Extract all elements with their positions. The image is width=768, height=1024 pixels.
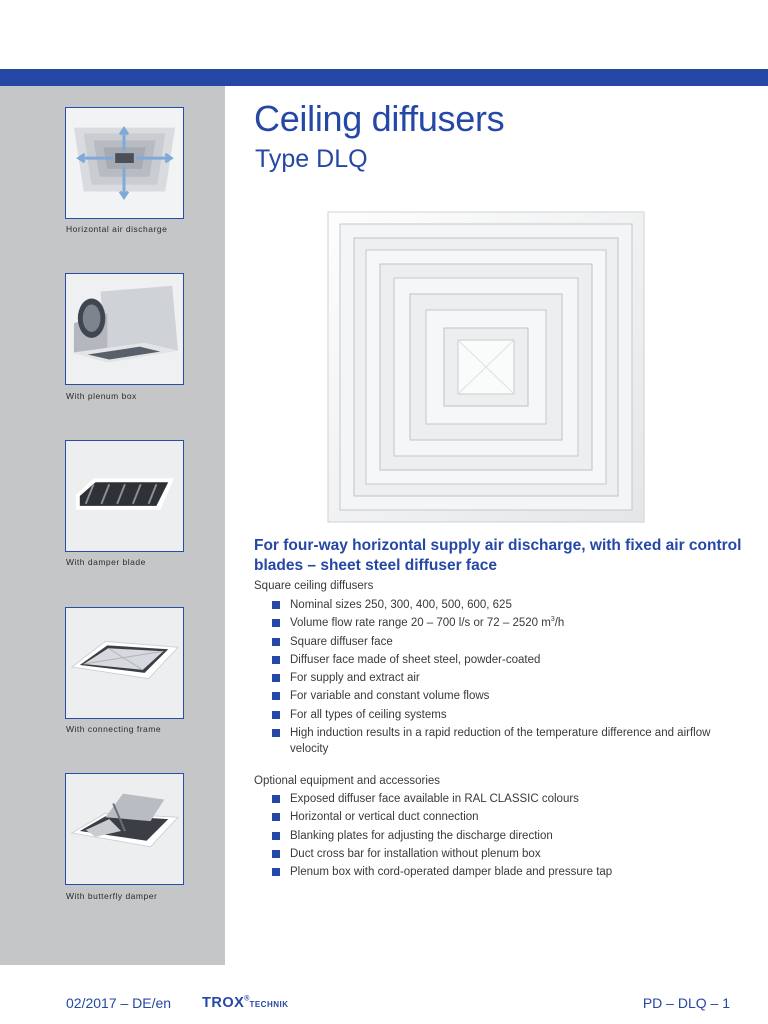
butterfly-damper-image: [65, 773, 184, 885]
page-title: Ceiling diffusers: [254, 98, 505, 139]
lead-heading: For four-way horizontal supply air disch…: [254, 537, 742, 574]
list-item: For supply and extract air: [272, 670, 732, 686]
header-accent-bar: [0, 69, 768, 86]
plenum-box-image: [65, 273, 184, 385]
trox-technik-logo: TROX®TECHNIK: [202, 995, 289, 1011]
list-item: For variable and constant volume flows: [272, 688, 732, 704]
list-item: Volume flow rate range 20 – 700 l/s or 7…: [272, 615, 732, 631]
sidebar-caption: With butterfly damper: [66, 891, 158, 901]
bullet-square-icon: [272, 692, 280, 701]
connecting-frame-image: [65, 607, 184, 719]
list-item: Blanking plates for adjusting the discha…: [272, 828, 732, 844]
bullet-square-icon: [272, 795, 280, 803]
list-item: Diffuser face made of sheet steel, powde…: [272, 652, 732, 668]
page-subtitle: Type DLQ: [255, 145, 368, 173]
damper-blade-image: [65, 440, 184, 552]
sidebar-caption: With damper blade: [66, 557, 146, 567]
features-list: Nominal sizes 250, 300, 400, 500, 600, 6…: [272, 597, 732, 759]
list-item: Nominal sizes 250, 300, 400, 500, 600, 6…: [272, 597, 732, 613]
list-item: For all types of ceiling systems: [272, 707, 732, 723]
ceiling-diffuser-product-image: [326, 210, 646, 524]
list-item: Duct cross bar for installation without …: [272, 846, 732, 862]
footer-date-language: 02/2017 – DE/en: [66, 995, 172, 1011]
bullet-square-icon: [272, 601, 280, 609]
sidebar-caption: With plenum box: [66, 391, 137, 401]
bullet-square-icon: [272, 729, 280, 738]
bullet-square-icon: [272, 655, 280, 664]
sidebar-caption: With connecting frame: [66, 724, 162, 734]
sidebar-caption: Horizontal air discharge: [66, 224, 168, 234]
bullet-square-icon: [272, 637, 280, 646]
features-label: Square ceiling diffusers: [254, 580, 374, 592]
options-label: Optional equipment and accessories: [254, 775, 441, 787]
bullet-square-icon: [272, 831, 280, 840]
list-item: Exposed diffuser face available in RAL C…: [272, 791, 732, 807]
bullet-square-icon: [272, 619, 280, 628]
bullet-square-icon: [272, 674, 280, 683]
horizontal-air-discharge-image: [65, 107, 184, 219]
list-item: Horizontal or vertical duct connection: [272, 809, 732, 825]
bullet-square-icon: [272, 710, 280, 719]
list-item: Plenum box with cord-operated damper bla…: [272, 864, 732, 880]
list-item: Square diffuser face: [272, 634, 732, 650]
list-item: High induction results in a rapid reduct…: [272, 725, 732, 757]
footer-page-reference: PD – DLQ – 1: [642, 995, 730, 1011]
bullet-square-icon: [272, 868, 280, 877]
options-list: Exposed diffuser face available in RAL C…: [272, 791, 732, 882]
bullet-square-icon: [272, 813, 280, 822]
bullet-square-icon: [272, 849, 280, 858]
